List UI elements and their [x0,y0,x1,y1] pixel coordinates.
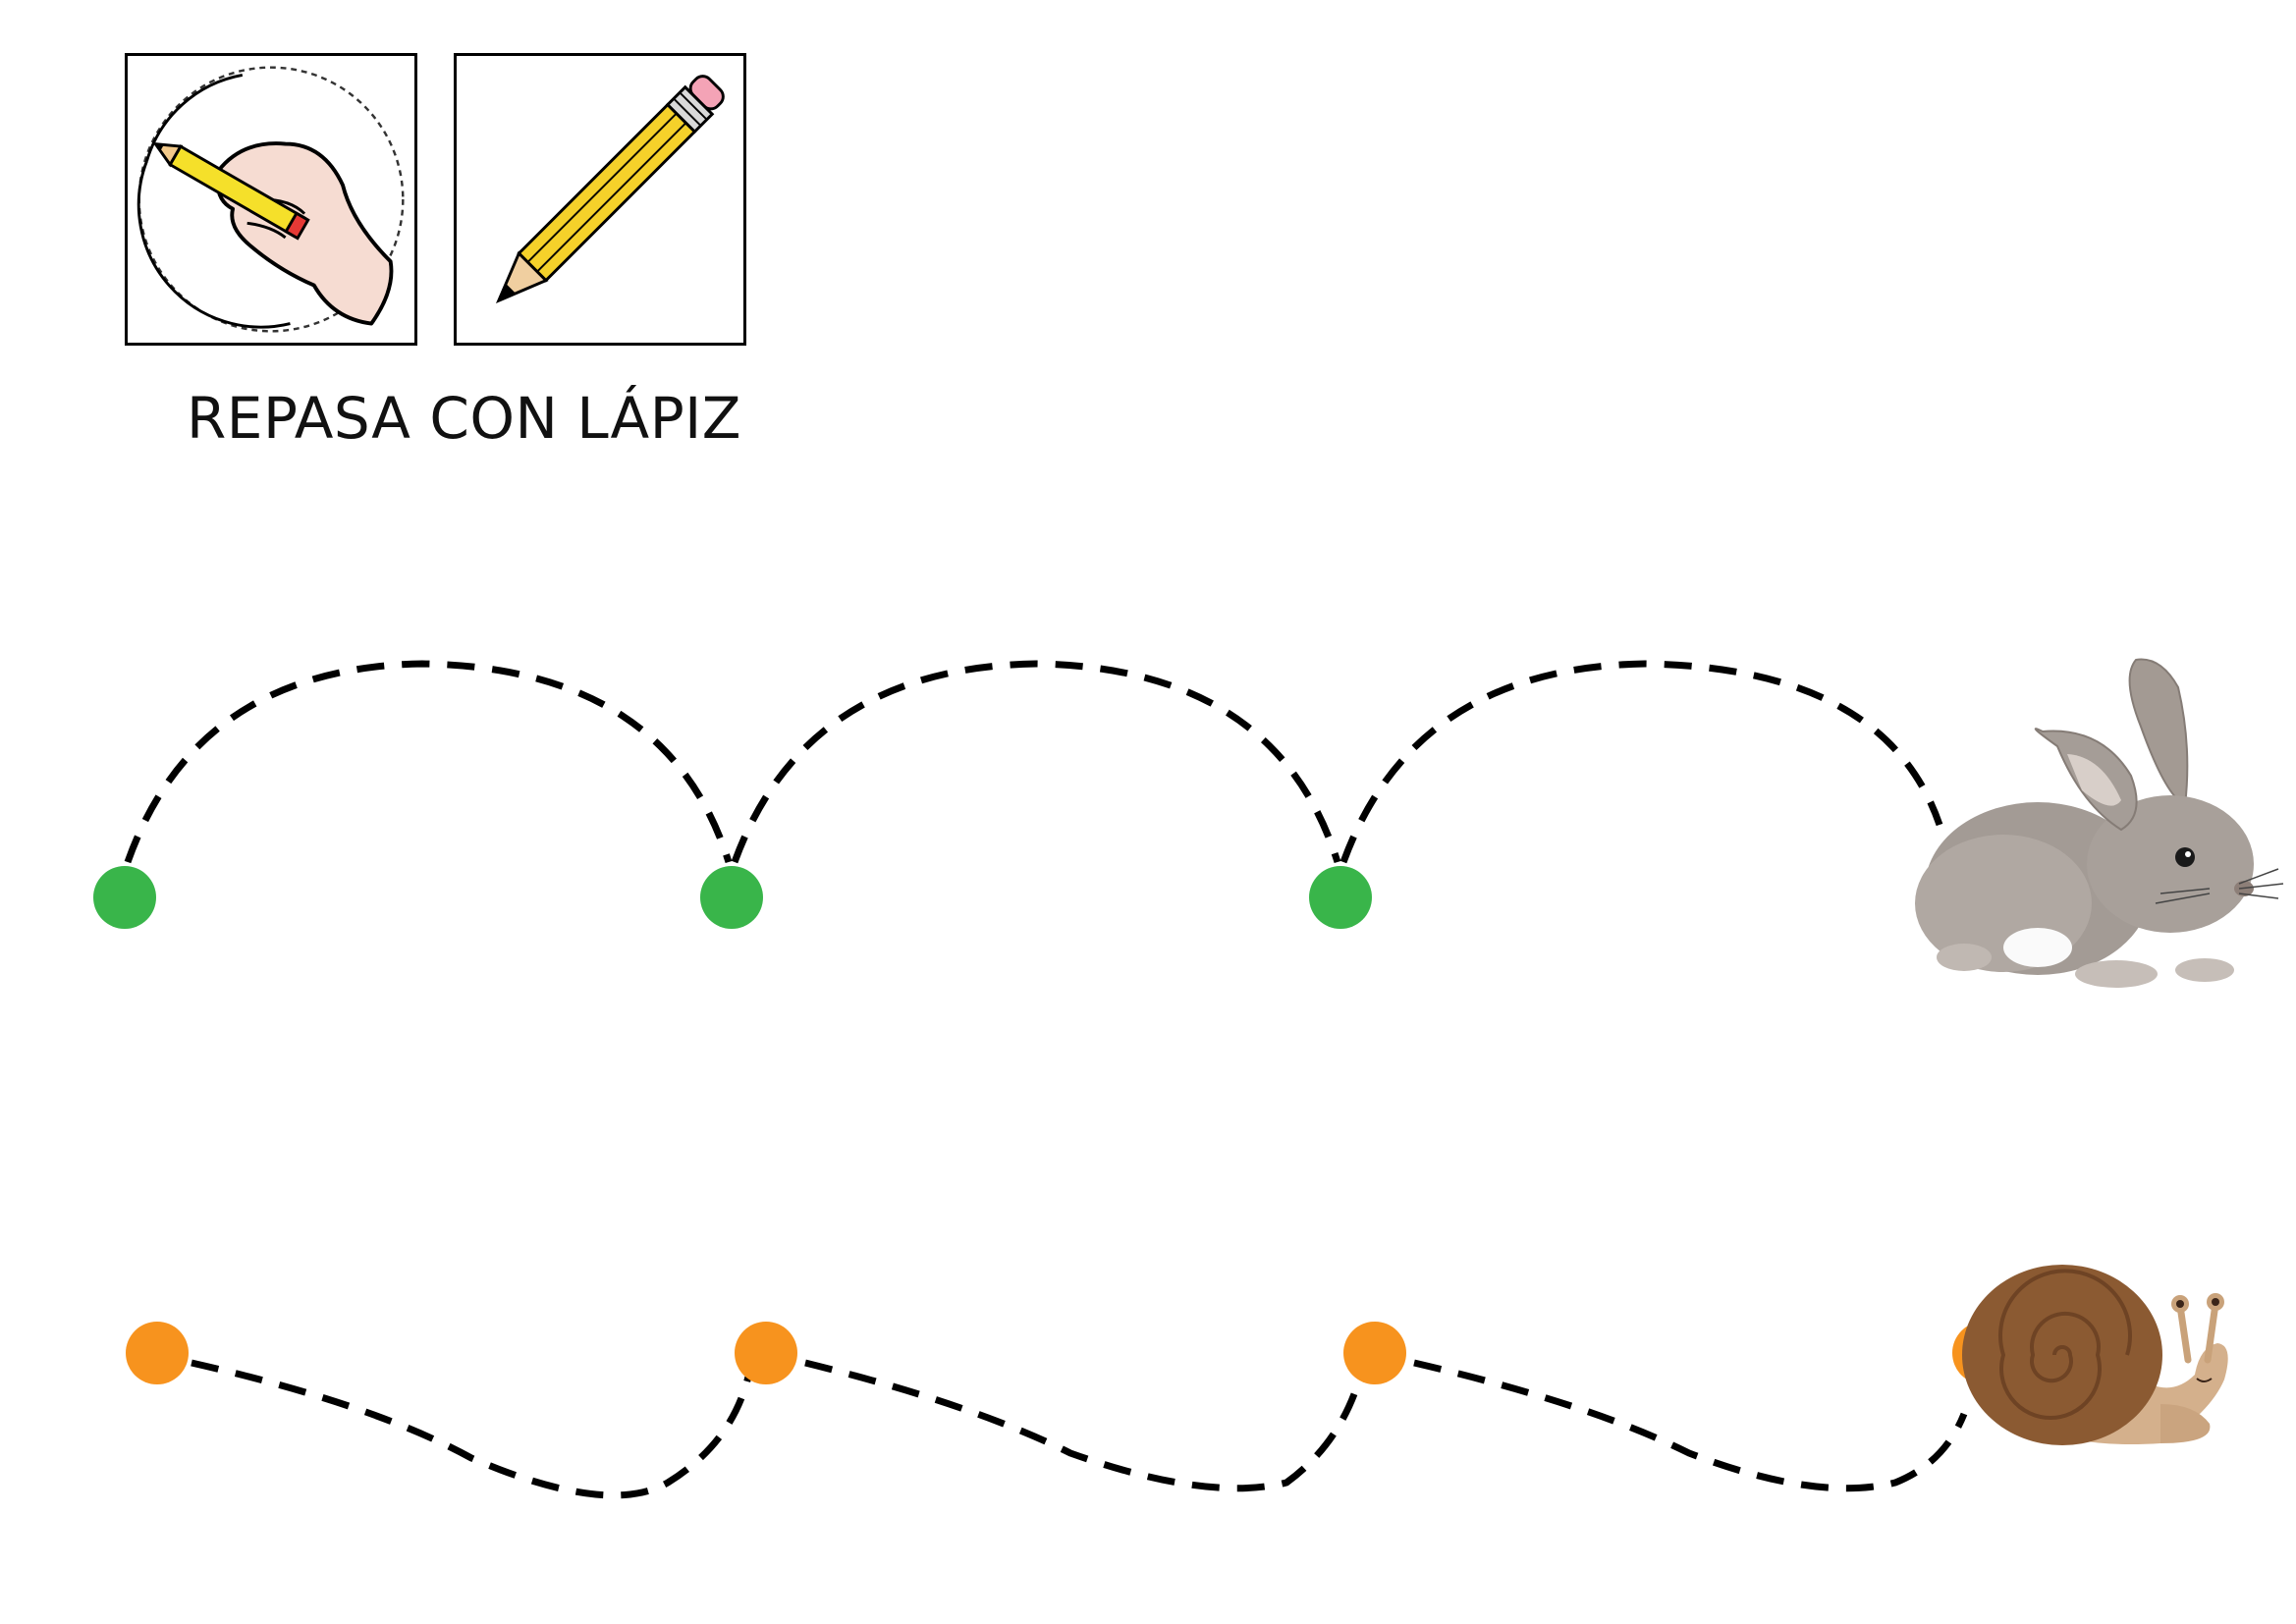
wave-path-1[interactable] [191,1359,752,1499]
orange-dot [1343,1322,1406,1384]
arch-path-3[interactable] [1339,660,1943,864]
arch-path-1[interactable] [124,660,733,864]
snail-picture [1962,1265,2228,1445]
orange-dot [735,1322,797,1384]
hand-writing-pictogram [125,53,417,346]
wave-path-2[interactable] [804,1359,1364,1492]
arch-path-2[interactable] [731,660,1341,864]
instruction-text: REPASA CON LÁPIZ [187,385,742,452]
green-dot [93,866,156,929]
orange-dot [126,1322,189,1384]
arch-trace-row [93,658,2284,988]
green-dot [1309,866,1372,929]
hand-writing-icon [137,66,405,333]
wave-path-3[interactable] [1413,1359,1968,1492]
pencil-icon [495,75,725,304]
wave-trace-row [126,1265,2228,1499]
pencil-pictogram [454,53,746,346]
green-dot [700,866,763,929]
rabbit-picture [1915,658,2284,988]
